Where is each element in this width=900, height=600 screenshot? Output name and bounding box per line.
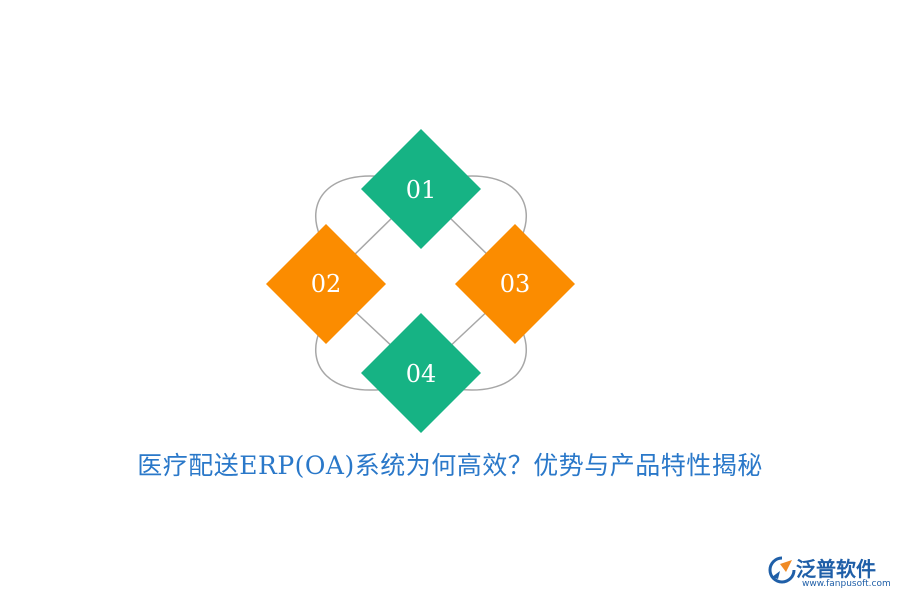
node-02-diamond	[266, 224, 386, 344]
ring-link-1-3	[445, 213, 494, 261]
ring-link-2-4	[348, 305, 397, 351]
node-03-label: 03	[500, 270, 531, 298]
node-01-label: 01	[406, 176, 437, 204]
node-04-diamond	[361, 313, 481, 433]
brand-logo: 泛普软件 www.fanpusoft.com	[766, 553, 894, 593]
ring-link-1-2	[348, 213, 397, 261]
logo-url: www.fanpusoft.com	[802, 579, 891, 589]
logo-mark-icon	[768, 556, 796, 584]
ring-lines	[315, 175, 527, 391]
ring-curve-top-right	[455, 175, 527, 237]
ring-curve-top-left	[315, 175, 387, 237]
logo-name: 泛普软件	[796, 557, 876, 581]
node-03: 03	[455, 224, 575, 344]
node-01: 01	[361, 129, 481, 249]
ring-curve-bottom-right	[455, 329, 527, 391]
ring-curve-bottom-left	[315, 329, 387, 391]
node-02: 02	[266, 224, 386, 344]
node-04-label: 04	[406, 360, 437, 388]
node-04: 04	[361, 313, 481, 433]
diagram-caption: 医疗配送ERP(OA)系统为何高效？优势与产品特性揭秘	[137, 451, 763, 480]
node-03-diamond	[455, 224, 575, 344]
node-01-diamond	[361, 129, 481, 249]
node-02-label: 02	[311, 270, 342, 298]
